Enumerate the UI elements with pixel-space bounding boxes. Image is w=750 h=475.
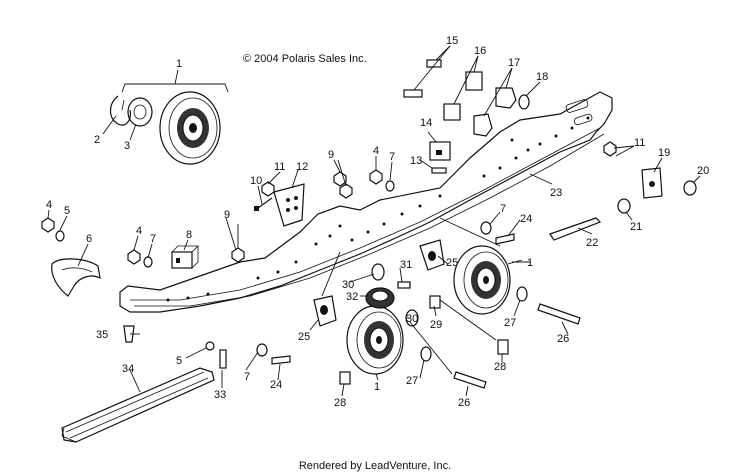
- callout-4: 4: [373, 145, 379, 157]
- callout-21: 21: [630, 221, 642, 233]
- callout-13: 13: [410, 155, 422, 167]
- bolt-35: [123, 325, 135, 343]
- callout-25: 25: [446, 257, 458, 269]
- callout-27: 27: [406, 375, 418, 387]
- bracket-14: [429, 141, 451, 161]
- callout-6: 6: [86, 233, 92, 245]
- hardware-right: [339, 286, 581, 389]
- callout-35: 35: [96, 329, 108, 341]
- pin-13: [431, 167, 447, 174]
- copyright-text: © 2004 Polaris Sales Inc.: [243, 53, 367, 65]
- callout-9: 9: [224, 209, 230, 221]
- callout-33: 33: [214, 389, 226, 401]
- callout-26: 26: [458, 397, 470, 409]
- callout-5: 5: [176, 355, 182, 367]
- hardware-bottom: [205, 341, 291, 369]
- leader-lines: [47, 45, 701, 397]
- bolt-10: [257, 197, 273, 209]
- callout-17: 17: [508, 57, 520, 69]
- callout-22: 22: [586, 237, 598, 249]
- callout-1: 1: [374, 381, 380, 393]
- cap-20: [683, 180, 697, 196]
- callout-9: 9: [328, 149, 334, 161]
- callout-30: 30: [342, 279, 354, 291]
- callout-19: 19: [658, 147, 670, 159]
- bolt-22: [549, 217, 602, 241]
- callout-29: 29: [430, 319, 442, 331]
- bracket-19: [641, 167, 663, 199]
- callout-30: 30: [406, 313, 418, 325]
- plate-part: [273, 183, 305, 227]
- callout-23: 23: [550, 187, 562, 199]
- washer-18: [518, 94, 530, 110]
- callout-14: 14: [420, 117, 432, 129]
- callout-15: 15: [446, 35, 458, 47]
- callout-8: 8: [186, 229, 192, 241]
- callout-20: 20: [697, 165, 709, 177]
- rail-holes: [166, 116, 590, 302]
- callout-7: 7: [500, 203, 506, 215]
- cams-17: [473, 87, 517, 137]
- callout-2: 2: [94, 134, 100, 146]
- wear-strip: [61, 367, 215, 443]
- mount-25-lower: [313, 295, 337, 327]
- callout-10: 10: [250, 175, 262, 187]
- callout-18: 18: [536, 71, 548, 83]
- callout-28: 28: [334, 397, 346, 409]
- bushings-16: [443, 71, 483, 121]
- callout-26: 26: [557, 333, 569, 345]
- callout-5: 5: [64, 205, 70, 217]
- callout-31: 31: [400, 259, 412, 271]
- callout-11: 11: [634, 137, 645, 149]
- mount-25-upper: [419, 239, 445, 271]
- callout-7: 7: [389, 151, 395, 163]
- rendered-by-text: Rendered by LeadVenture, Inc.: [299, 460, 451, 472]
- bumper-part: [51, 258, 101, 297]
- callout-27: 27: [504, 317, 516, 329]
- callout-16: 16: [474, 45, 486, 57]
- callout-28: 28: [494, 361, 506, 373]
- spacers-30-32: [365, 263, 419, 327]
- callout-7: 7: [244, 371, 250, 383]
- wheel-top-left: [109, 91, 221, 165]
- callout-7: 7: [150, 233, 156, 245]
- callout-12: 12: [296, 161, 308, 173]
- callout-1: 1: [527, 257, 533, 269]
- bolts-15: [403, 59, 442, 98]
- callout-24: 24: [270, 379, 282, 391]
- block-part: [171, 245, 199, 269]
- callout-34: 34: [122, 363, 134, 375]
- callout-3: 3: [124, 140, 130, 152]
- rail-assembly: [119, 91, 613, 313]
- callout-11: 11: [274, 161, 285, 173]
- wheel-right: [453, 245, 511, 315]
- callout-25: 25: [298, 331, 310, 343]
- wheel-bottom: [346, 305, 404, 375]
- callout-labels: 1 2 3 4 5 6 4 7 8 9 10 11 12 9 4 7 13 14…: [46, 35, 709, 409]
- callout-24: 24: [520, 213, 532, 225]
- nut-21: [617, 198, 631, 214]
- callout-1: 1: [176, 58, 182, 70]
- callout-32: 32: [346, 291, 358, 303]
- callout-4: 4: [46, 199, 52, 211]
- callout-4: 4: [136, 225, 142, 237]
